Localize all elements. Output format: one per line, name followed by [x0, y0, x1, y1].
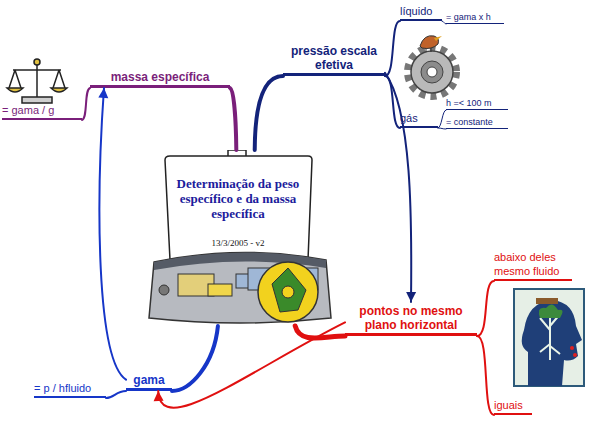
branch-line [106, 391, 126, 398]
branch-line [442, 21, 446, 24]
arrow-head [98, 88, 108, 98]
sub-label: iguais [494, 398, 532, 415]
arrow-connector [158, 322, 345, 407]
node-text: iguais [494, 398, 532, 412]
node-text: massa específica [90, 70, 230, 84]
branch-line [477, 336, 494, 415]
branch-line [385, 21, 400, 76]
branch-label: pressão escala efetiva [283, 44, 385, 76]
arrow-head [406, 292, 416, 302]
sub-label: = p / hfluido [34, 381, 106, 398]
central-topic: Determinação da peso específico e da mas… [148, 150, 332, 326]
sub-label: gás [400, 111, 438, 128]
node-text: h =< 100 m [446, 98, 508, 108]
branch-label: gama [126, 372, 172, 391]
arrow-connector [99, 88, 126, 380]
node-text: = gama / g [2, 103, 82, 117]
sub-label: líquido [400, 4, 442, 21]
node-subtext: 13/3/2005 - v2 [172, 238, 304, 248]
branch-line [477, 281, 494, 336]
branch-line [438, 110, 446, 128]
branch-line [438, 128, 446, 129]
branch-label: pontos no mesmo plano horizontal [345, 302, 477, 336]
branch-line [172, 326, 218, 391]
node-text: gás [400, 111, 438, 125]
node-text: líquido [400, 4, 442, 18]
node-text: gama [126, 373, 172, 387]
sub-label: abaixo deles mesmo fluido [494, 251, 572, 281]
branch-line [82, 88, 90, 120]
node-text: = constante [446, 117, 508, 127]
sub-label: = constante [446, 116, 508, 129]
sub-label: = gama x h [446, 11, 504, 24]
node-text: pontos no mesmo plano horizontal [345, 304, 477, 332]
sub-label: h =< 100 m [446, 97, 508, 110]
node-text: Determinação da peso específico e da mas… [172, 176, 304, 221]
gear-icon [408, 36, 456, 96]
branch-label: massa específica [90, 68, 230, 88]
arrow-head [154, 391, 164, 401]
branch-line [255, 76, 283, 150]
branch-line [230, 88, 236, 150]
sub-label: = gama / g [2, 104, 82, 120]
node-text: = p / hfluido [34, 381, 106, 395]
arrow-connector [385, 73, 411, 302]
node-text: = gama x h [446, 12, 504, 22]
node-text: abaixo deles mesmo fluido [494, 250, 572, 278]
branch-line [295, 326, 345, 338]
node-text: pressão escala efetiva [283, 44, 385, 72]
balance-icon [7, 59, 67, 103]
branch-line [385, 76, 400, 128]
head-tree-icon [514, 289, 584, 386]
